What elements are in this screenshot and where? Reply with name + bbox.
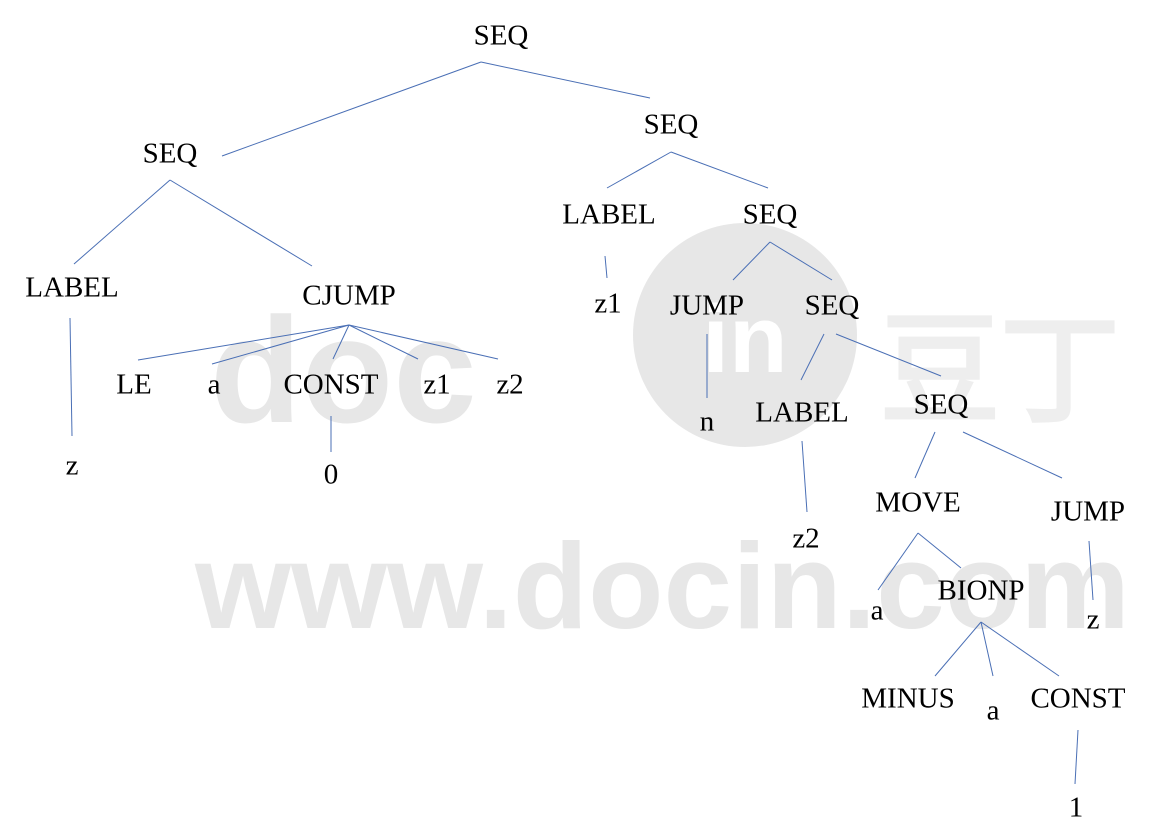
tree-edge (980, 621, 994, 677)
watermark-url: www.docin.com (194, 518, 1130, 654)
tree-edge (69, 317, 73, 437)
tree-edge (962, 431, 1063, 479)
tree-edge (169, 179, 313, 267)
tree-edge (801, 440, 808, 513)
tree-edge (934, 621, 982, 677)
tree-edge (221, 61, 482, 157)
tree-edge (606, 151, 672, 189)
tree-edge (732, 241, 771, 281)
watermark-logo-in: in (702, 286, 787, 393)
tree-node-label-z2: LABEL (755, 397, 848, 429)
tree-edge (211, 324, 350, 365)
tree-edge (769, 241, 833, 281)
tree-node-move: MOVE (875, 487, 960, 519)
tree-edge (800, 333, 825, 381)
tree-node-label-z: LABEL (25, 272, 118, 304)
tree-edge (480, 61, 651, 99)
tree-edge (137, 324, 350, 361)
tree-node-bionp: BIONP (937, 575, 1024, 607)
watermark-cn: 豆丁 (880, 304, 1120, 438)
tree-edge (917, 532, 962, 569)
tree-edge (877, 532, 919, 591)
tree-node-leaf-n: n (700, 406, 715, 438)
tree-node-seq-right: SEQ (644, 109, 699, 141)
tree-edge (604, 255, 608, 279)
tree-edge (1074, 729, 1079, 785)
tree-node-leaf-a-1: a (208, 369, 221, 401)
tree-node-seq-root: SEQ (474, 20, 529, 52)
tree-node-jump-n: JUMP (670, 290, 744, 322)
tree-node-seq-3: SEQ (805, 290, 860, 322)
tree-edge (835, 333, 942, 377)
tree-node-leaf-z2-2: z2 (792, 523, 819, 555)
watermark-logo-circle (633, 223, 857, 447)
tree-edge (914, 431, 936, 479)
tree-node-const-1: CONST (1030, 683, 1125, 715)
tree-node-leaf-a-2: a (871, 595, 884, 627)
tree-node-seq-left: SEQ (143, 138, 198, 170)
tree-edge (73, 179, 171, 265)
tree-node-label-z1: LABEL (562, 199, 655, 231)
tree-node-leaf-z: z (66, 450, 79, 482)
tree-node-cjump: CJUMP (302, 280, 396, 312)
tree-node-const-0: CONST (283, 369, 378, 401)
tree-node-leaf-1: 1 (1069, 792, 1084, 824)
tree-node-seq-2: SEQ (743, 199, 798, 231)
tree-edge (332, 324, 350, 360)
tree-node-le: LE (116, 369, 151, 401)
tree-node-leaf-a-3: a (987, 695, 1000, 727)
tree-edge (1088, 540, 1094, 601)
watermark-logo-doc: doc (210, 286, 477, 454)
tree-node-seq-4: SEQ (914, 389, 969, 421)
tree-node-leaf-z2-1: z2 (496, 369, 523, 401)
tree-edge (348, 324, 499, 360)
tree-edge (670, 151, 769, 189)
tree-node-minus: MINUS (861, 683, 954, 715)
tree-node-leaf-z1-2: z1 (594, 288, 621, 320)
tree-node-leaf-z1-1: z1 (423, 369, 450, 401)
tree-edges (69, 61, 1094, 785)
tree-node-jump-z: JUMP (1051, 496, 1125, 528)
tree-edge (348, 324, 419, 360)
tree-node-leaf-0: 0 (324, 459, 339, 491)
tree-edge (980, 621, 1060, 677)
tree-node-leaf-z-2: z (1087, 604, 1100, 636)
